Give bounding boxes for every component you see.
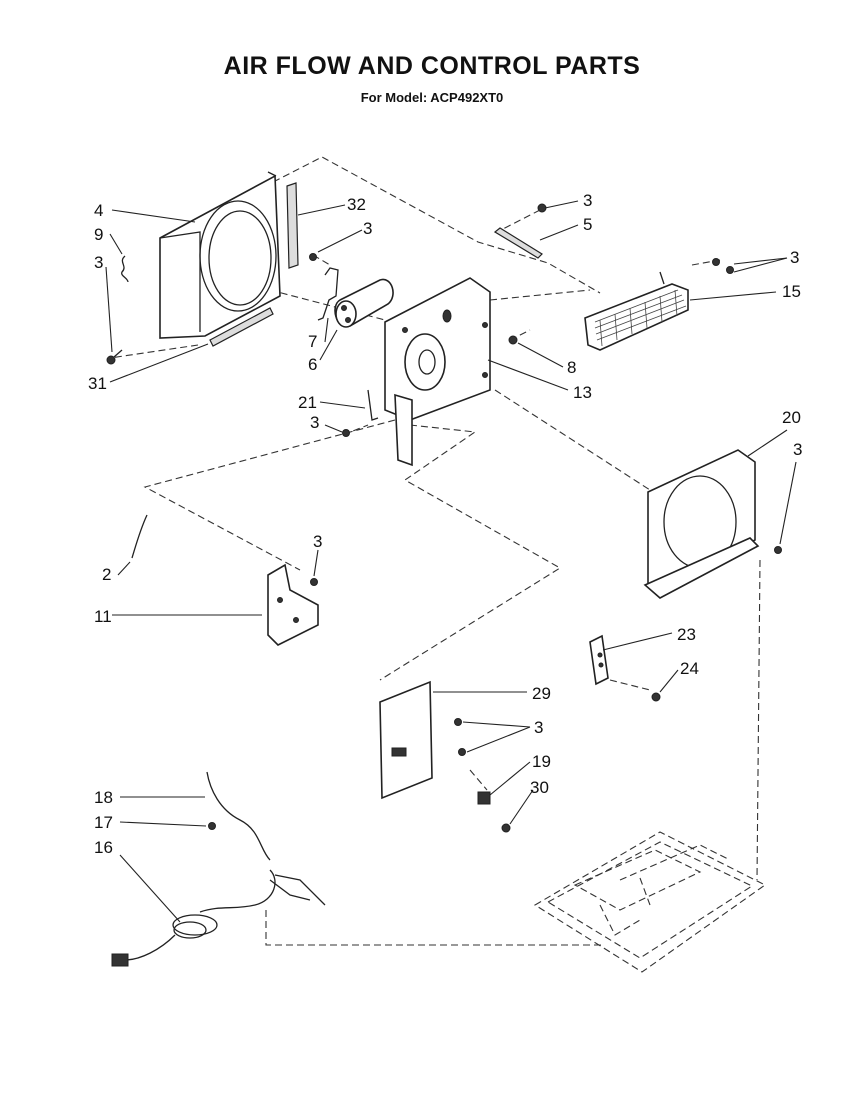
screw-part-24 bbox=[651, 692, 661, 702]
callout-21: 21 bbox=[298, 393, 317, 412]
callout-3-shroud: 3 bbox=[793, 440, 802, 459]
callout-31: 31 bbox=[88, 374, 107, 393]
capacitor-bracket bbox=[317, 267, 339, 321]
seal-strip-part-7 bbox=[209, 307, 274, 347]
bracket-part-11 bbox=[267, 563, 319, 646]
switch-part-19 bbox=[477, 791, 491, 805]
callout-32: 32 bbox=[347, 195, 366, 214]
control-panel-part-29 bbox=[379, 680, 466, 800]
leader-lines bbox=[105, 200, 797, 923]
bracket-part-5 bbox=[493, 203, 547, 259]
tube-part-2 bbox=[131, 514, 148, 559]
seal-strip-part-32 bbox=[286, 182, 299, 269]
nut-part-8 bbox=[508, 335, 518, 345]
callout-3-mid: 3 bbox=[310, 413, 319, 432]
clip-part-21 bbox=[367, 389, 379, 421]
screw-part-31 bbox=[106, 349, 123, 365]
callout-3-top: 3 bbox=[583, 191, 592, 210]
page-title: AIR FLOW AND CONTROL PARTS bbox=[223, 52, 641, 80]
base-pan bbox=[533, 831, 767, 973]
wire-part-18 bbox=[206, 771, 271, 861]
callout-23: 23 bbox=[677, 625, 696, 644]
screw-part-21 bbox=[342, 429, 350, 437]
callout-9: 9 bbox=[94, 225, 103, 244]
callout-5: 5 bbox=[583, 215, 592, 234]
callout-3-left: 3 bbox=[94, 253, 103, 272]
callout-labels: 4 9 3 31 32 3 7 6 3 5 3 15 8 13 21 3 20 … bbox=[88, 191, 802, 857]
capacitor-part-6 bbox=[334, 278, 394, 328]
callout-3-capacitor: 3 bbox=[363, 219, 372, 238]
callout-11: 11 bbox=[94, 607, 112, 626]
callout-20: 20 bbox=[782, 408, 801, 427]
callout-19: 19 bbox=[532, 752, 551, 771]
callout-6: 6 bbox=[308, 355, 317, 374]
callout-4: 4 bbox=[94, 201, 103, 220]
callout-18: 18 bbox=[94, 788, 113, 807]
callout-3-panel: 3 bbox=[534, 718, 543, 737]
terminal-block-part-23 bbox=[589, 634, 609, 686]
callout-24: 24 bbox=[680, 659, 699, 678]
shroud-part-20 bbox=[643, 449, 782, 599]
screw-part-17 bbox=[208, 822, 216, 830]
callout-17: 17 bbox=[94, 813, 113, 832]
callout-7: 7 bbox=[308, 332, 317, 351]
callout-16: 16 bbox=[94, 838, 113, 857]
callout-8: 8 bbox=[567, 358, 576, 377]
screw-part-30 bbox=[501, 823, 511, 833]
shroud-part-4 bbox=[159, 171, 281, 339]
callout-30: 30 bbox=[530, 778, 549, 797]
power-cord-part-16 bbox=[111, 869, 326, 967]
motor-mount-part-13 bbox=[384, 277, 491, 467]
filter-part-15 bbox=[584, 271, 689, 351]
callout-29: 29 bbox=[532, 684, 551, 703]
callout-3-bracket: 3 bbox=[313, 532, 322, 551]
model-subtitle: For Model: ACP492XT0 bbox=[360, 90, 504, 105]
callout-3-right: 3 bbox=[790, 248, 799, 267]
screws-top-right bbox=[712, 258, 734, 274]
clip-part-9 bbox=[121, 255, 129, 283]
screw-capacitor bbox=[309, 253, 317, 261]
callout-2: 2 bbox=[102, 565, 111, 584]
callout-15: 15 bbox=[782, 282, 801, 301]
callout-13: 13 bbox=[573, 383, 592, 402]
